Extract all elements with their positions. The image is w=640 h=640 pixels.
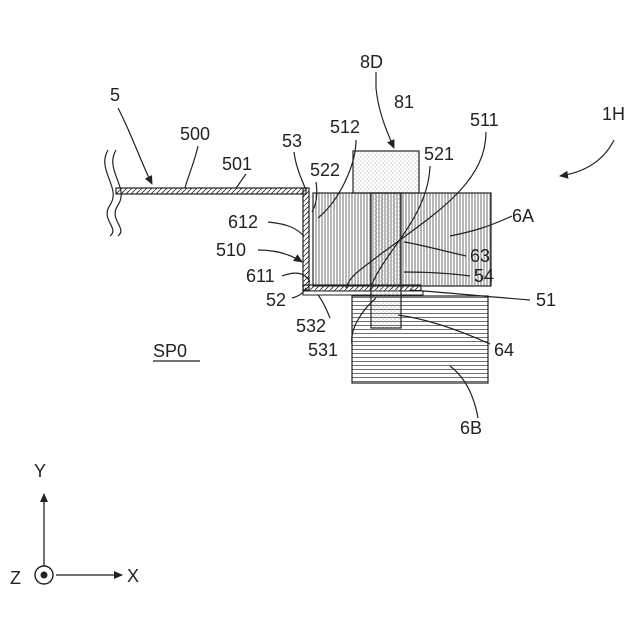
leader-53 [294,152,306,190]
leader-532 [318,295,330,318]
z-axis-dot [41,572,48,579]
label-54: 54 [474,266,494,286]
layer-532 [303,291,423,295]
leader-8D [376,72,394,148]
plate-501 [116,188,306,194]
label-5: 5 [110,85,120,105]
label-521: 521 [424,144,454,164]
block-6A [313,193,491,286]
label-500: 500 [180,124,210,144]
label-510: 510 [216,240,246,260]
bolt-head-81 [353,151,419,193]
label-81: 81 [394,92,414,112]
label-611: 611 [246,266,275,286]
label-512: 512 [330,117,360,137]
label-511: 511 [470,110,499,130]
label-53: 53 [282,131,302,151]
label-8D: 8D [360,52,383,72]
label-1H: 1H [602,104,625,124]
label-52: 52 [266,290,286,310]
label-63: 63 [470,246,490,266]
label-501: 501 [222,154,252,174]
break-line-2 [105,150,113,236]
flange-52 [303,285,421,291]
axis-label-x: X [127,566,139,586]
label-6A: 6A [512,206,534,226]
leader-500 [185,146,198,188]
label-64: 64 [494,340,514,360]
label-51: 51 [536,290,556,310]
label-SP0: SP0 [153,341,187,361]
label-612: 612 [228,212,258,232]
leader-612 [268,222,304,236]
axis-label-y: Y [34,461,46,481]
leader-510 [258,250,302,262]
leader-5 [118,108,152,184]
leader-501 [236,174,246,188]
label-531: 531 [308,340,338,360]
leader-1H [560,140,614,176]
label-522: 522 [310,160,340,180]
label-6B: 6B [460,418,482,438]
axis-label-z: Z [10,568,21,588]
label-532: 532 [296,316,326,336]
